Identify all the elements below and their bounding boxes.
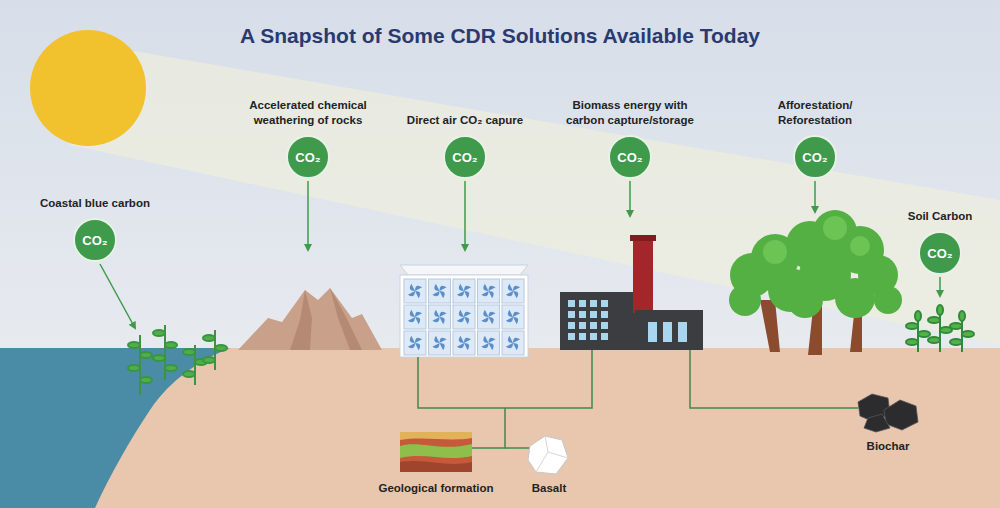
part-label: Biochar: [867, 440, 910, 452]
co2-node: Soil CarbonCO₂: [908, 209, 973, 275]
circle-label: CO₂: [617, 150, 642, 165]
circle-label: CO₂: [82, 233, 107, 248]
solution-heading: Afforestation/ Reforestation: [765, 98, 865, 127]
circle-label: CO₂: [452, 150, 477, 165]
solution-heading: Coastal blue carbon: [40, 196, 150, 210]
circle-label: CO₂: [802, 150, 827, 165]
co2-circle: CO₂: [443, 135, 487, 179]
co2-circle: CO₂: [793, 135, 837, 179]
co2-circle: CO₂: [286, 135, 330, 179]
diagram-title: A Snapshot of Some CDR Solutions Availab…: [0, 24, 1000, 48]
circle-label: CO₂: [295, 150, 320, 165]
part-label: Geological formation: [378, 482, 493, 494]
co2-node: Biomass energy with carbon capture/stora…: [555, 98, 705, 179]
solution-heading: Biomass energy with carbon capture/stora…: [555, 98, 705, 127]
part-label: Basalt: [532, 482, 567, 494]
co2-node: Accelerated chemical weathering of rocks…: [241, 98, 376, 179]
co2-circle: CO₂: [608, 135, 652, 179]
solution-heading: Soil Carbon: [908, 209, 973, 223]
co2-node: Coastal blue carbonCO₂: [40, 196, 150, 262]
co2-circle: CO₂: [918, 231, 962, 275]
circle-label: CO₂: [927, 246, 952, 261]
co2-node: Afforestation/ ReforestationCO₂: [765, 98, 865, 179]
solution-heading: Direct air CO₂ capure: [407, 113, 523, 127]
solution-heading: Accelerated chemical weathering of rocks: [241, 98, 376, 127]
co2-circle: CO₂: [73, 218, 117, 262]
co2-node: Direct air CO₂ capureCO₂: [407, 113, 523, 179]
